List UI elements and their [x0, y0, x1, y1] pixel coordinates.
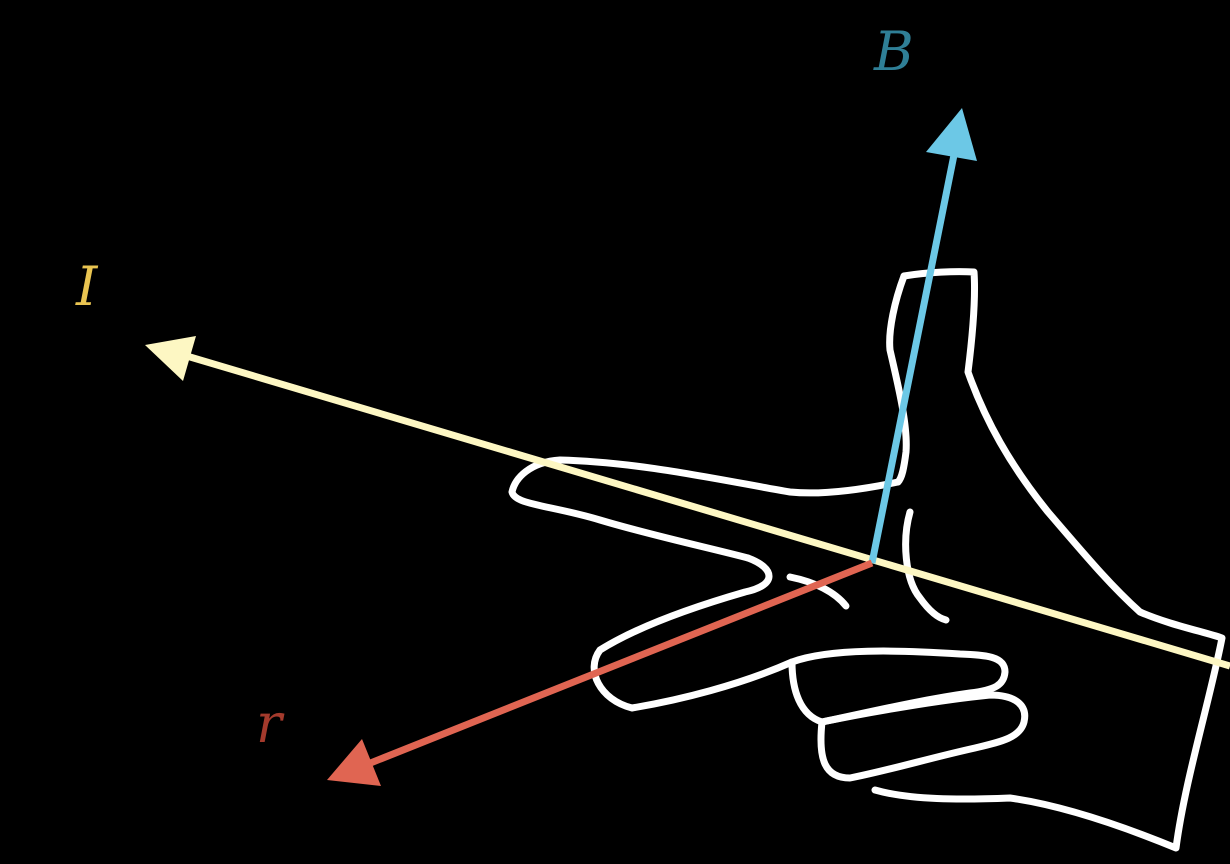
pinky-finger-outline	[817, 691, 1029, 782]
magnetic-field-vector	[868, 108, 977, 564]
palm-crease	[902, 508, 950, 624]
current-vector-shaft	[179, 350, 1230, 670]
thumb-inner-outline	[886, 272, 910, 486]
radius-vector-shaft	[366, 559, 874, 768]
middle-finger-crease	[786, 573, 850, 610]
current-label: I	[75, 255, 99, 318]
current-vector-arrowhead	[145, 336, 196, 381]
magnetic-field-label: B	[873, 20, 914, 83]
ring-finger-outline	[788, 647, 1009, 726]
radius-vector	[327, 559, 874, 786]
index-finger-outline	[508, 456, 902, 562]
magnetic-field-vector-arrowhead	[926, 108, 977, 161]
magnetic-field-vector-shaft	[868, 149, 959, 564]
middle-finger-outline	[590, 554, 796, 712]
radius-label: r	[256, 692, 285, 755]
current-vector	[145, 336, 1230, 670]
hand-icon	[508, 268, 1226, 852]
hand-outline-main	[871, 268, 1226, 852]
radius-vector-arrowhead	[327, 739, 381, 786]
